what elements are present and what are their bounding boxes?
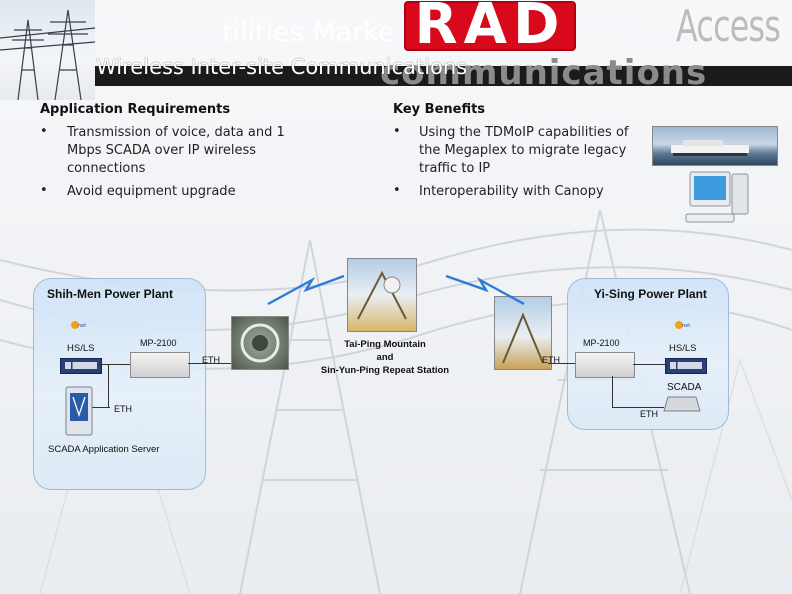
left-mp2100-device [130, 352, 190, 378]
left-hsls-link [100, 364, 130, 365]
right-lightning-link-icon [445, 274, 525, 306]
scada-server-icon [65, 386, 93, 436]
station-label-line1: Tai-Ping Mountain [344, 339, 426, 350]
left-server-link [108, 364, 109, 408]
left-hsls-label: HS/LS [67, 343, 95, 354]
page-title: tilities Marke [222, 17, 395, 48]
right-hsls-link [633, 364, 665, 365]
header-band [95, 66, 792, 86]
right-scada-link-h [612, 407, 664, 408]
right-scada-link [612, 376, 613, 408]
requirement-item: Avoid equipment upgrade [67, 184, 236, 199]
rad-logo: RAD [404, 0, 576, 57]
bullet-icon: • [393, 183, 401, 198]
right-scada-label: SCADA [667, 382, 702, 393]
header-band-text: communications [380, 56, 708, 86]
wireless-links [267, 274, 525, 306]
right-eth-link [548, 363, 575, 364]
computer-icon [685, 171, 749, 223]
benefits-heading: Key Benefits [393, 102, 486, 117]
left-hsls-device [60, 358, 102, 374]
antenna-tower-icon [357, 270, 407, 320]
left-eth-link [188, 363, 232, 364]
scada-device-icon [663, 396, 701, 412]
right-antenna-icon [502, 312, 544, 364]
repeat-station-photo [347, 258, 417, 332]
left-lightning-link-icon [267, 274, 345, 306]
svg-text:net: net [682, 323, 690, 329]
station-label: Tai-Ping Mountain and Sin-Yun-Ping Repea… [300, 338, 470, 377]
transmission-tower-photo [0, 0, 96, 101]
shih-men-power-plant-panel [33, 278, 206, 490]
right-plant-photo [494, 296, 552, 370]
left-plant-photo [231, 316, 289, 370]
bullet-icon: • [40, 124, 48, 139]
sun-logo-icon: net [71, 321, 86, 329]
right-plant-title: Yi-Sing Power Plant [594, 287, 707, 301]
requirement-item: Transmission of voice, data and 1 Mbps S… [67, 125, 285, 176]
bullet-icon: • [40, 183, 48, 198]
page-subtitle: Wireless Inter-site Communications [96, 55, 468, 79]
water-tank-icon [240, 323, 280, 363]
svg-text:net: net [78, 323, 86, 329]
right-sun-logo-icon: net [675, 321, 690, 329]
bullet-icon: • [393, 124, 401, 139]
benefit-item: Interoperability with Canopy [419, 184, 604, 199]
right-hsls-device [665, 358, 707, 374]
ship-icon [671, 140, 749, 156]
right-eth-left-label: ETH [542, 355, 560, 365]
left-mp2100-label: MP-2100 [140, 338, 177, 348]
ship-photo [652, 126, 778, 166]
left-junction [108, 365, 109, 366]
rad-logo-text: RAD [414, 0, 566, 57]
right-hsls-label: HS/LS [669, 343, 697, 354]
station-label-line3: Sin-Yun-Ping Repeat Station [320, 365, 450, 376]
left-plant-title: Shih-Men Power Plant [47, 287, 174, 301]
left-eth-down-label: ETH [114, 404, 132, 414]
benefit-item: Using the TDMoIP capabilities of the Meg… [419, 125, 629, 176]
station-label-line2: and [376, 352, 394, 363]
transmission-tower-icon [0, 9, 96, 101]
access-logo-text: Access [676, 1, 781, 52]
left-eth-right-label: ETH [202, 355, 220, 365]
right-mp2100-device [575, 352, 635, 378]
right-eth-down-label: ETH [640, 409, 658, 419]
right-mp2100-label: MP-2100 [583, 338, 620, 348]
left-server-label: SCADA Application Server [48, 444, 160, 455]
left-server-link-h [90, 407, 110, 408]
requirements-heading: Application Requirements [40, 102, 231, 117]
